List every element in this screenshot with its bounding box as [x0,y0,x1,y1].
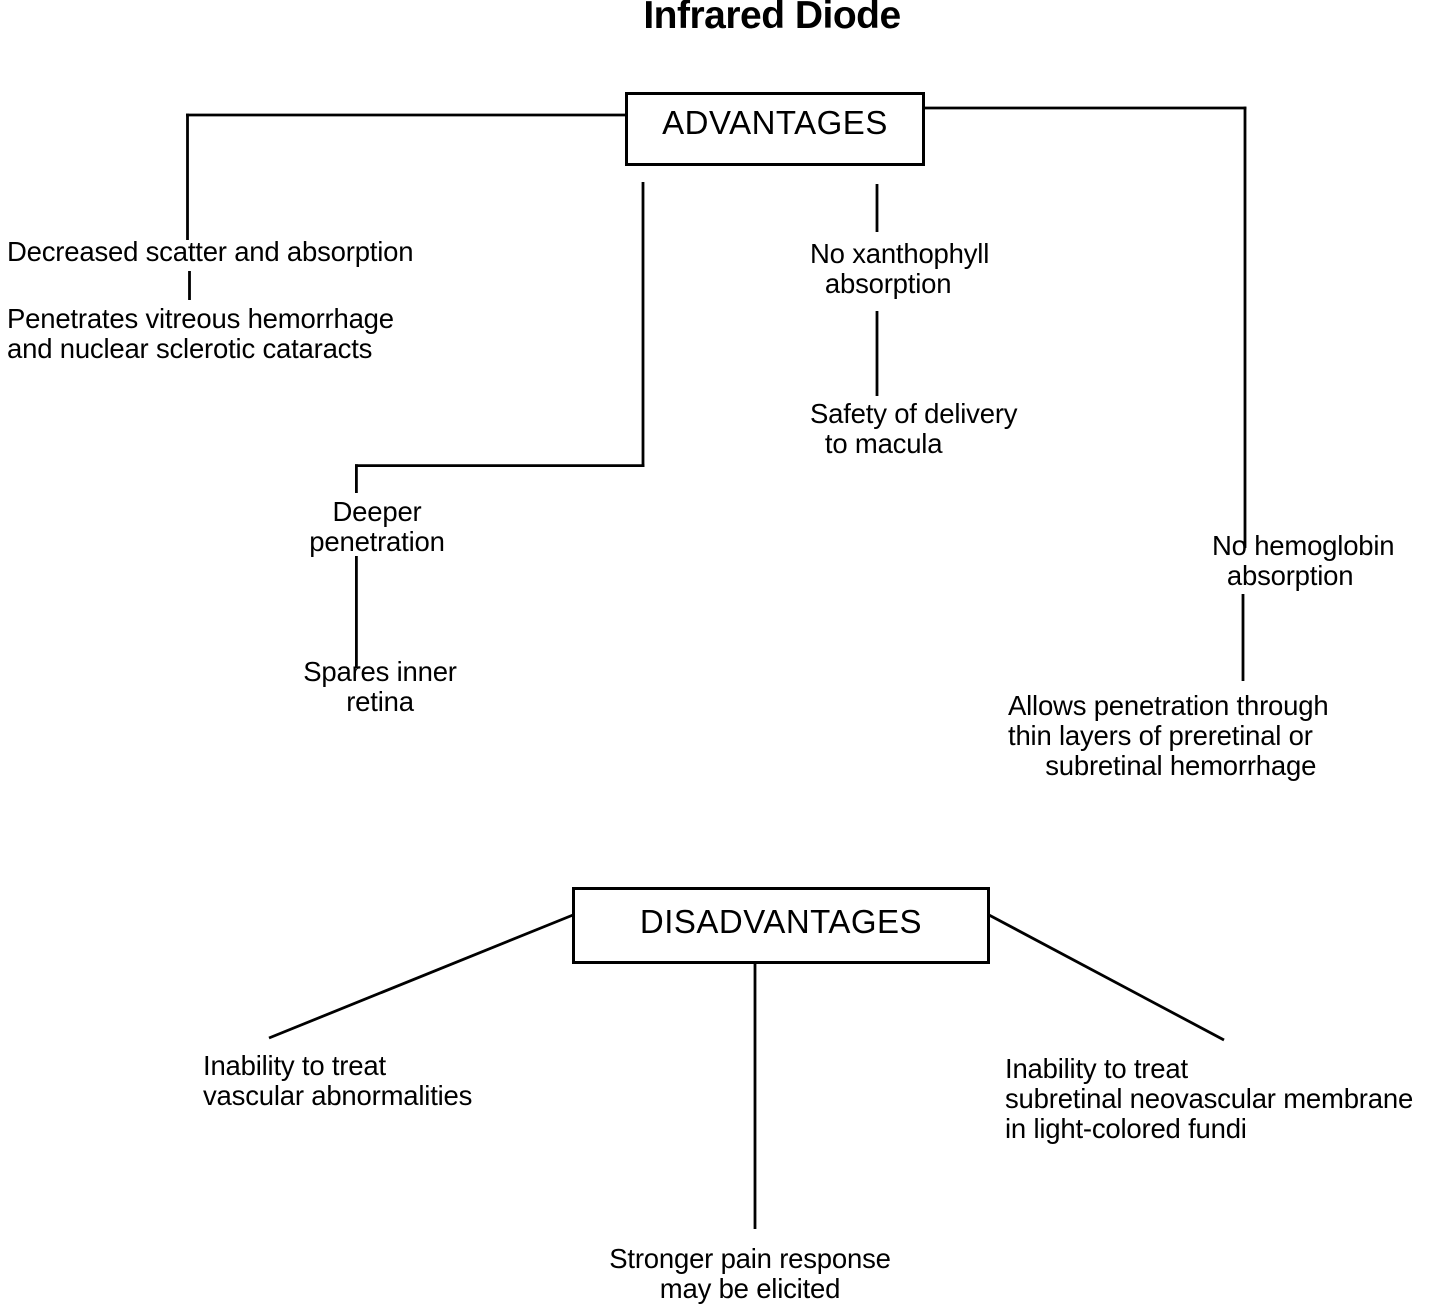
connector-disadvantages-right-diagonal [988,913,1225,1042]
node-no-xanthophyll: No xanthophyll absorption [810,238,990,299]
advantages-label: ADVANTAGES [662,104,888,141]
node-decreased-scatter: Decreased scatter and absorption [7,236,414,267]
node-allows-penetration: Allows penetration through thin layers o… [1008,690,1329,781]
disadvantages-box: DISADVANTAGES [572,887,990,964]
connector-disadvantages-left-diagonal [268,913,574,1040]
advantages-box: ADVANTAGES [625,92,925,166]
node-spares-inner-retina: Spares inner retina [303,656,457,717]
disadvantages-label: DISADVANTAGES [639,902,923,940]
node-inability-subretinal: Inability to treat subretinal neovascula… [1005,1053,1414,1144]
node-stronger-pain: Stronger pain response may be elicited [609,1243,891,1304]
node-deeper-penetration: Deeper penetration [309,496,445,557]
node-penetrates-vitreous: Penetrates vitreous hemorrhage and nucle… [7,303,394,364]
node-no-hemoglobin: No hemoglobin absorption [1212,530,1395,591]
node-inability-vascular: Inability to treat vascular abnormalitie… [203,1050,473,1111]
node-safety-of-delivery: Safety of delivery to macula [810,398,1018,459]
diagram-title: Infrared Diode [643,0,901,37]
